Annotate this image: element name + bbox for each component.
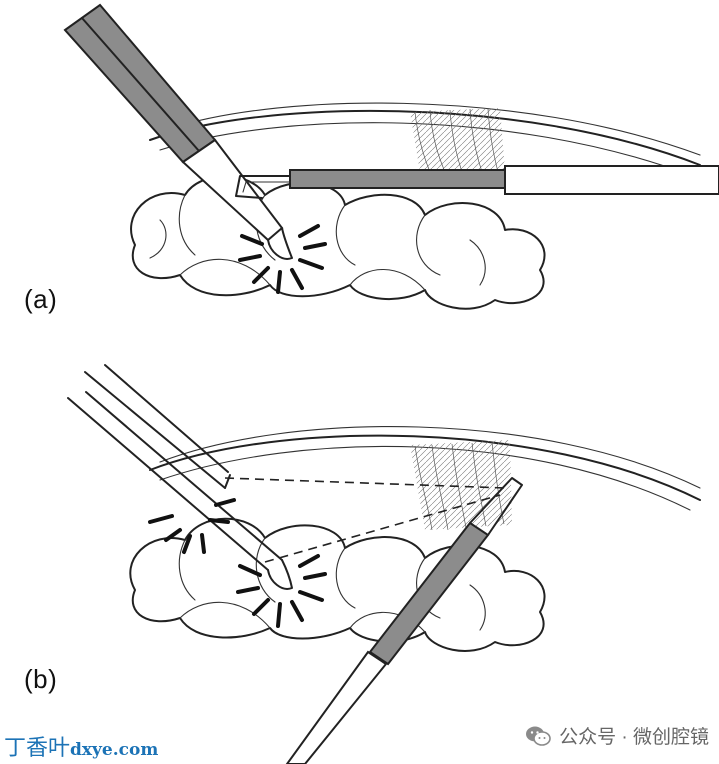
- bowel-loops-a: [130, 175, 546, 310]
- energy-rays-b: [236, 554, 327, 628]
- watermark-dxye-en: dxye.com: [70, 740, 159, 760]
- watermark-wechat-text: 公众号 · 微创腔镜: [559, 727, 709, 748]
- watermark-wechat: 公众号 · 微创腔镜: [525, 722, 709, 749]
- watermark-dxye-cn: 丁香叶: [4, 735, 71, 760]
- wechat-icon: [526, 726, 551, 746]
- grasper-a: [63, 3, 293, 260]
- watermark-dxye: 丁香叶dxye.com: [4, 730, 158, 762]
- energy-rays-b-wall: [148, 498, 236, 554]
- adhesion-fibers-a: [410, 108, 505, 173]
- energy-rays-a: [238, 224, 327, 294]
- panel-a-illustration: [63, 3, 719, 310]
- adhesion-fibers-b: [410, 440, 512, 531]
- panel-label-a: (a): [24, 284, 58, 314]
- grasper-b: [67, 364, 293, 590]
- dashed-guides-b: [224, 477, 506, 563]
- panel-b-illustration: [67, 364, 701, 764]
- hook-instrument-a: [235, 165, 719, 199]
- hook-instrument-b: [285, 477, 523, 764]
- panel-label-b: (b): [24, 664, 58, 694]
